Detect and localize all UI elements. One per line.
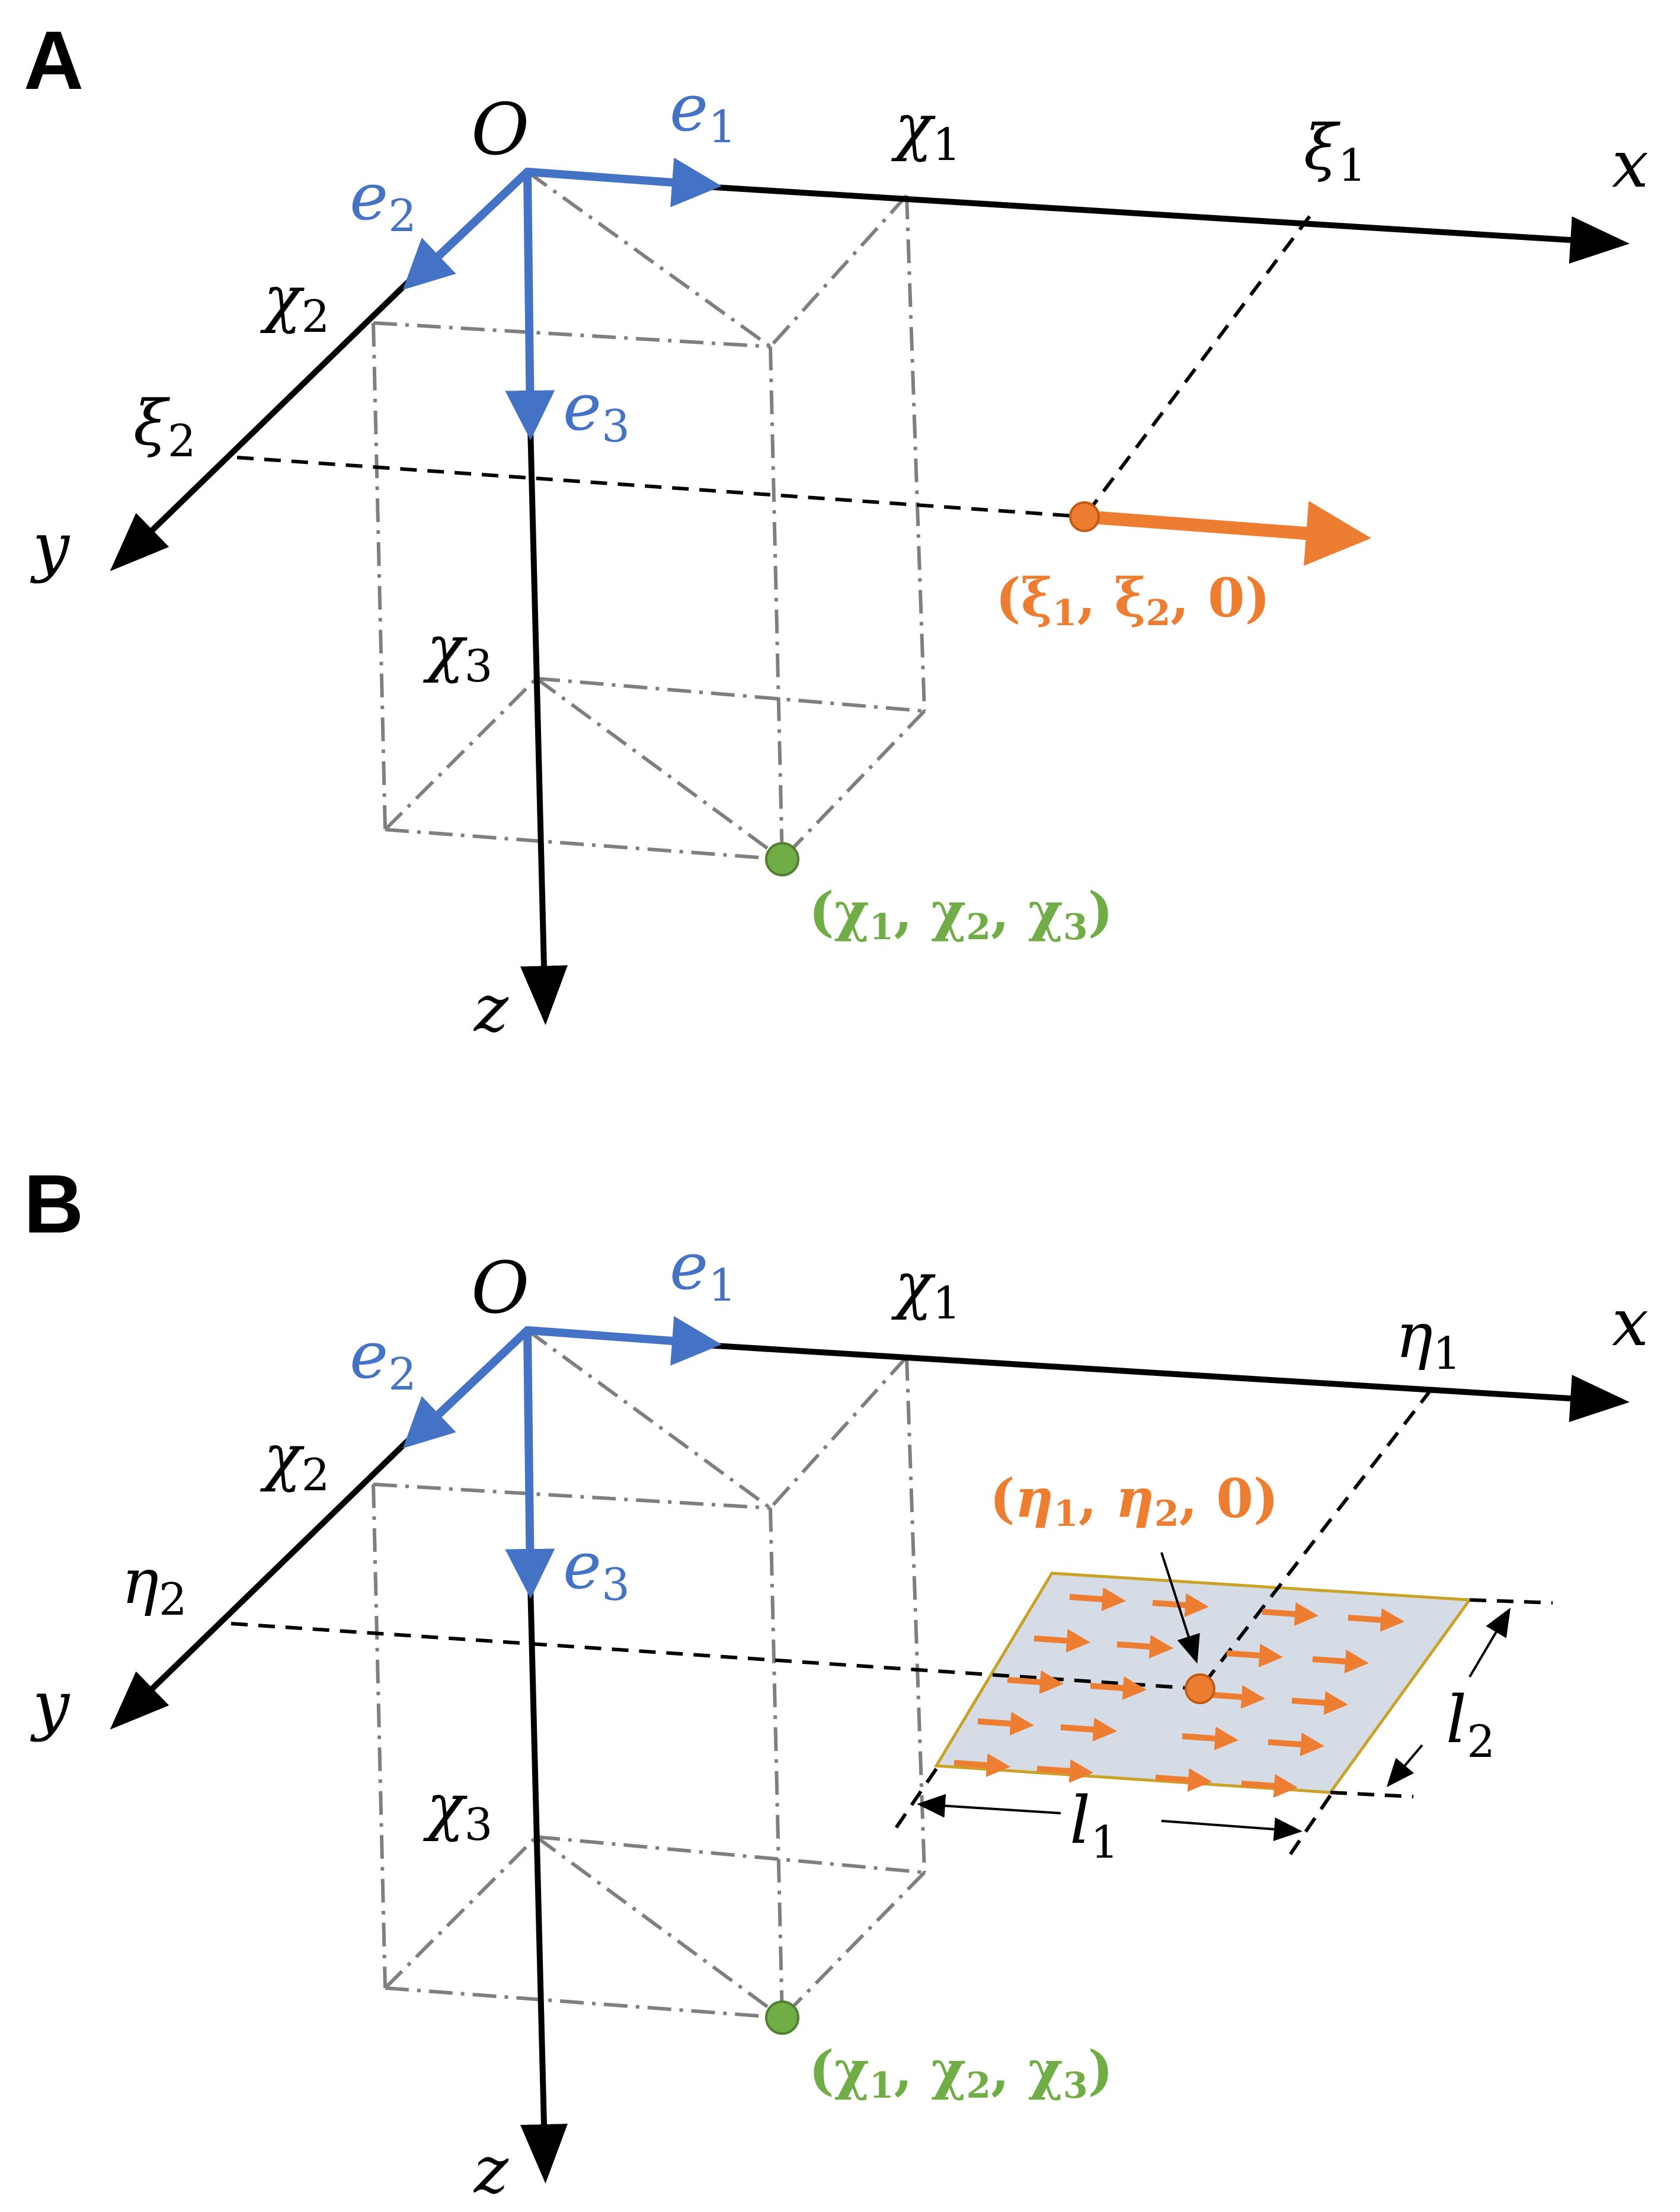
e1-vector: [523, 158, 722, 207]
chi1-label: χ1: [891, 1249, 961, 1329]
basis-vectors: [402, 1316, 722, 1599]
receiver-point: [765, 842, 799, 876]
origin-label: O: [471, 89, 529, 171]
e3-label: e3: [563, 369, 630, 452]
xi1-label: ξ1: [1304, 111, 1367, 191]
plate-center-point: [1185, 1673, 1215, 1704]
z-axis: [520, 1584, 568, 2184]
receiver-point: [765, 2000, 799, 2035]
l2-label: l2: [1446, 1682, 1495, 1768]
load-arrow: [1155, 1768, 1212, 1792]
chi1-label: χ1: [891, 91, 961, 171]
load-arrow: [1208, 1685, 1265, 1709]
e1-label: e1: [670, 1228, 737, 1311]
panel-a: A: [24, 14, 1649, 1046]
e2-label: e2: [350, 1317, 417, 1400]
eta1-label: η1: [1396, 1299, 1461, 1379]
chi3-label: χ3: [423, 1771, 492, 1851]
load-arrow: [1182, 1726, 1239, 1750]
x-axis-label: x: [1612, 1285, 1649, 1361]
z-axis-label: z: [473, 971, 509, 1046]
receiver-point-label: (χ1, χ2, χ3): [809, 2039, 1113, 2107]
guide-box: [372, 1329, 926, 2019]
load-arrow: [1090, 1676, 1147, 1700]
chi3-label: χ3: [423, 612, 492, 692]
l1-label: l1: [1070, 1782, 1119, 1868]
load-arrow: [1291, 1691, 1348, 1715]
plate-center-label: (η1, η2, 0): [990, 1467, 1279, 1535]
center-pointer: [1160, 1552, 1200, 1664]
axes: [110, 1342, 1630, 2184]
e3-vector: [505, 168, 555, 440]
z-axis-label: z: [473, 2132, 509, 2208]
eta2-label: η2: [121, 1545, 187, 1625]
basis-vectors: [402, 158, 722, 440]
y-axis: [110, 1432, 417, 1730]
l2-arrow-down: [1386, 1744, 1423, 1788]
guide-box: [372, 170, 926, 861]
load-arrow: [1262, 1602, 1319, 1626]
z-axis: [520, 426, 568, 1025]
load-arrow: [1069, 1587, 1126, 1611]
e3-label: e3: [563, 1528, 630, 1611]
load-arrow: [1116, 1634, 1173, 1659]
load-arrow: [977, 1711, 1034, 1736]
y-axis-label: y: [30, 508, 71, 584]
e1-vector: [523, 1316, 722, 1366]
axes: [110, 184, 1630, 1025]
load-arrow: [1348, 1608, 1404, 1632]
e2-label: e2: [350, 159, 417, 242]
x-axis-label: x: [1612, 126, 1649, 202]
panel-b: B: [24, 1157, 1649, 2208]
load-arrow: [1036, 1759, 1093, 1783]
load-arrow: [1060, 1717, 1117, 1742]
load-arrow: [1312, 1649, 1369, 1673]
load-arrows: [953, 1587, 1404, 1798]
source-projection-lines: [236, 215, 1311, 518]
load-arrow: [1226, 1643, 1283, 1667]
panel-b-letter: B: [24, 1157, 84, 1250]
load-arrow: [1007, 1670, 1064, 1694]
xi2-label: ξ2: [133, 387, 196, 467]
e1-label: e1: [670, 70, 737, 153]
load-arrow: [1033, 1628, 1090, 1653]
e2-vector: [402, 168, 532, 290]
l1-arrow-right: [1161, 1817, 1303, 1841]
y-axis-label: y: [30, 1667, 71, 1743]
source-force-arrow: [1084, 501, 1371, 566]
l2-arrow-up: [1468, 1608, 1511, 1678]
y-axis: [110, 273, 417, 571]
l1-arrow-left: [917, 1794, 1061, 1818]
x-axis: [705, 184, 1630, 264]
panel-a-letter: A: [24, 14, 84, 107]
chi2-label: χ2: [260, 263, 329, 342]
load-arrow: [1241, 1774, 1298, 1798]
source-point: [1069, 501, 1100, 532]
x-axis: [705, 1342, 1630, 1422]
load-arrow: [1268, 1732, 1324, 1756]
e2-vector: [402, 1326, 532, 1449]
e3-vector: [505, 1326, 555, 1599]
dimension-arrows: [917, 1552, 1511, 1841]
source-point-label: (ξ1, ξ2, 0): [996, 566, 1270, 634]
receiver-point-label: (χ1, χ2, χ3): [809, 881, 1113, 948]
chi2-label: χ2: [260, 1421, 329, 1501]
load-arrow: [953, 1753, 1010, 1777]
plate-projection-lines: [231, 1388, 1553, 1862]
origin-label: O: [471, 1247, 529, 1330]
